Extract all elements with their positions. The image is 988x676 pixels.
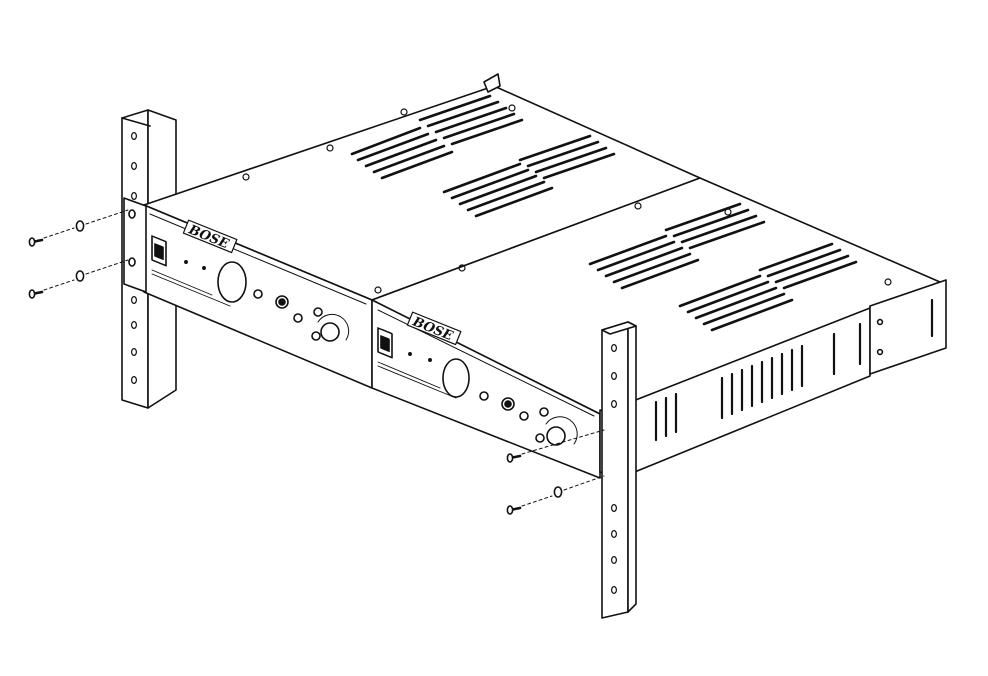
rear-vent-slots-icon [350, 94, 616, 218]
front-vent-slots-icon [588, 202, 858, 332]
rear-unit: BOSE [123, 73, 701, 389]
front-unit-rear-ear [869, 279, 947, 375]
screw-icon [28, 289, 44, 299]
side-vent-slots-icon [654, 322, 862, 442]
screw-icon [506, 505, 522, 515]
right-rail-holes [610, 344, 617, 594]
screw-icon [506, 453, 522, 463]
screw-icon [28, 237, 44, 247]
front-unit: BOSE [371, 177, 947, 481]
rear-volume-knob-icon [320, 322, 340, 342]
right-lower-screw-assembly [506, 475, 605, 515]
right-upper-screw-assembly [506, 429, 605, 463]
washer-icon [75, 220, 85, 232]
left-lower-screw-assembly [28, 259, 129, 299]
front-unit-panel-markings [377, 352, 457, 399]
right-rack-rail [601, 321, 637, 619]
front-top-screws [458, 202, 892, 286]
front-unit-controls [479, 391, 578, 446]
washer-icon [553, 486, 563, 498]
front-volume-knob-icon [546, 426, 566, 446]
rear-unit-controls [253, 289, 350, 342]
rear-unit-panel-markings [151, 260, 231, 307]
rear-unit-mounting-ear [123, 197, 147, 293]
rear-power-switch-icon [151, 235, 167, 267]
front-unit-front-panel [371, 299, 601, 479]
left-rail-holes [131, 132, 138, 385]
rear-input-dial-icon [217, 261, 247, 303]
left-upper-screw-assembly [28, 209, 129, 247]
front-power-switch-icon [377, 327, 393, 359]
front-input-dial-icon [442, 358, 470, 398]
washer-icon [75, 270, 85, 282]
